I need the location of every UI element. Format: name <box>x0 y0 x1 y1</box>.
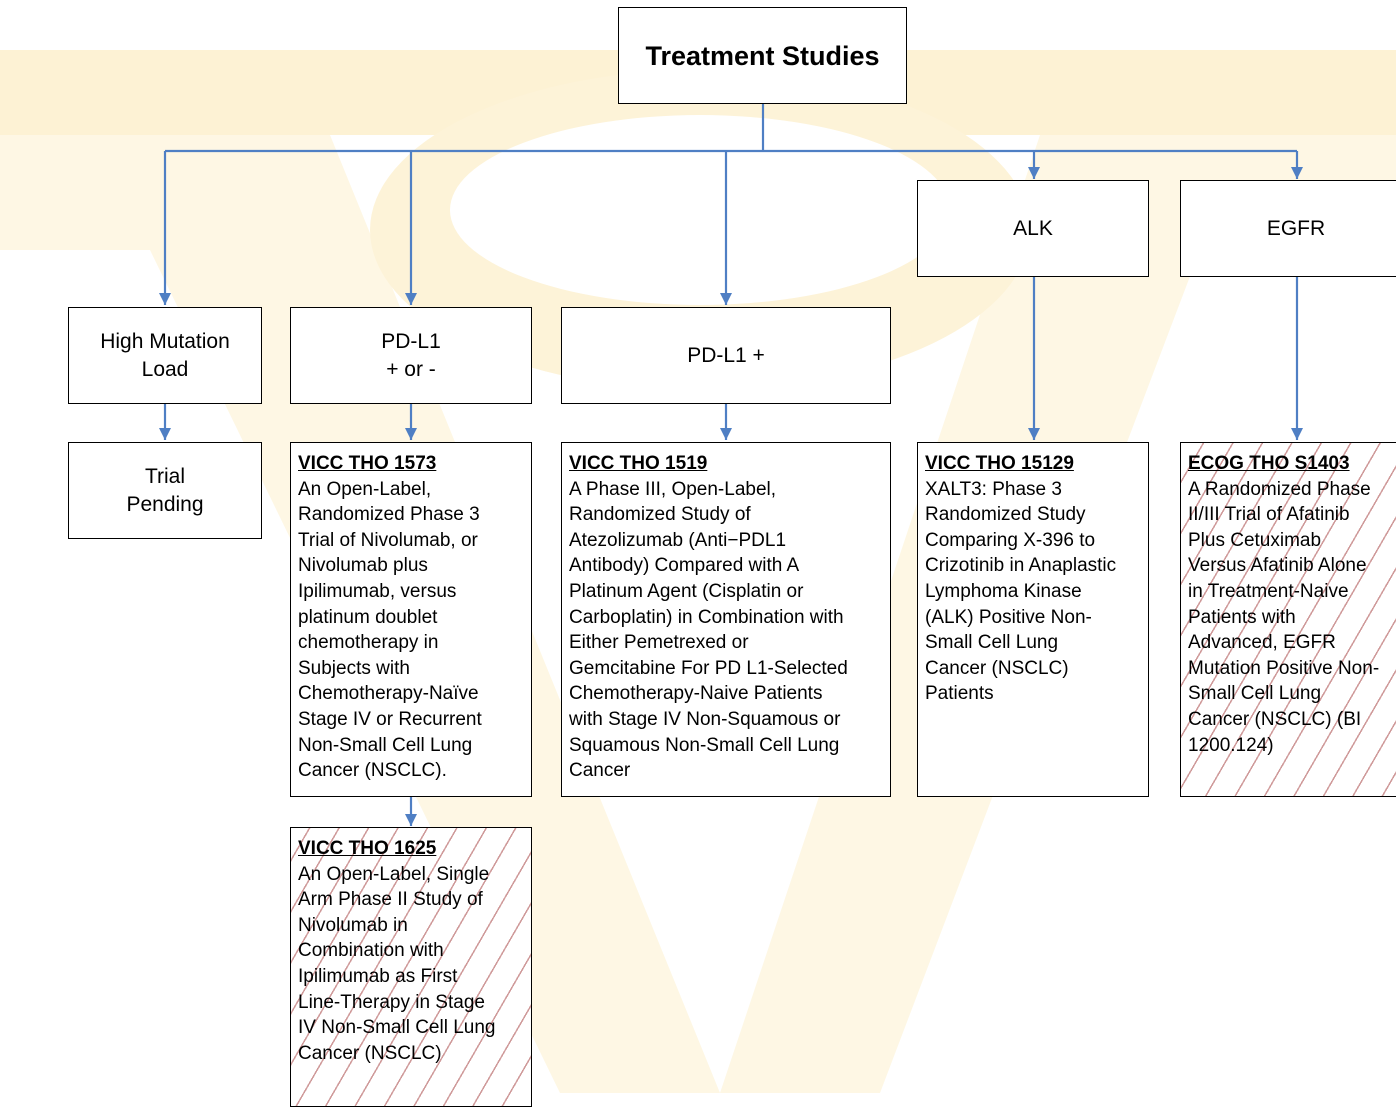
study-description-line: Ipilimumab, versus <box>298 580 457 602</box>
study-description-line: Patients <box>925 683 994 705</box>
study-description-line: Small Cell Lung <box>1188 683 1322 705</box>
study-description-line: Carboplatin) in Combination with <box>569 606 844 628</box>
category-high-mutation-load: High Mutation Load <box>68 307 262 404</box>
study-id: ECOG THO S1403 <box>1188 453 1350 474</box>
study-description-line: Patients with <box>1188 606 1296 628</box>
study-description-line: XALT3: Phase 3 <box>925 478 1062 500</box>
study-description-line: Stage IV or Recurrent <box>298 708 482 730</box>
study-description-line: Randomized Study <box>925 504 1086 526</box>
study-description-line: Randomized Study of <box>569 504 751 526</box>
study-description-line: Small Cell Lung <box>925 632 1059 654</box>
study-description-line: Cancer (NSCLC) <box>298 1042 442 1064</box>
study-id: VICC THO 1573 <box>298 453 437 474</box>
study-description-line: Versus Afatinib Alone <box>1188 555 1367 577</box>
category-label: High Mutation <box>100 329 230 353</box>
study-description-line: 1200.124) <box>1188 734 1274 756</box>
study-description-line: Combination with <box>298 940 444 962</box>
study-description-line: Comparing X-396 to <box>925 529 1096 551</box>
trial-pending-box: Trial Pending <box>68 442 262 539</box>
study-description-line: in Treatment-Naive <box>1188 580 1349 602</box>
root-label: Treatment Studies <box>645 40 880 71</box>
study-description-line: Cancer <box>569 760 631 782</box>
study-description-line: (ALK) Positive Non- <box>925 606 1092 628</box>
study-description-line: Squamous Non-Small Cell Lung <box>569 734 840 756</box>
study-description-line: Mutation Positive Non- <box>1188 657 1380 679</box>
study-description-line: Ipilimumab as First <box>298 965 458 987</box>
study-description: A Phase III, Open-Label, Randomized Study… <box>569 477 885 784</box>
study-description-line: Cancer (NSCLC) (BI <box>1188 708 1362 730</box>
study-description-line: platinum doublet <box>298 606 438 628</box>
study-description-line: Chemotherapy-Naïve <box>298 683 479 705</box>
study-description-line: Lymphoma Kinase <box>925 580 1082 602</box>
category-egfr: EGFR <box>1180 180 1396 277</box>
study-description-line: Cancer (NSCLC). <box>298 760 447 782</box>
pending-label: Trial <box>144 464 186 488</box>
study-description-line: Either Pemetrexed or <box>569 632 749 654</box>
study-description: An Open-Label, Randomized Phase 3 Trial of… <box>298 477 526 784</box>
study-id: VICC THO 1625 <box>298 838 437 859</box>
category-label: ALK <box>1013 216 1053 240</box>
study-description-line: Cancer (NSCLC) <box>925 657 1069 679</box>
category-label: PD-L1 + <box>687 343 765 367</box>
study-description-line: Non-Small Cell Lung <box>298 734 473 756</box>
category-label: EGFR <box>1266 216 1326 240</box>
category-pdl1-positive: PD-L1 + <box>561 307 891 404</box>
study-description-line: Nivolumab in <box>298 914 408 936</box>
study-description-line: Arm Phase II Study of <box>298 889 483 911</box>
root-node: Treatment Studies <box>618 7 907 104</box>
study-description-line: Randomized Phase 3 <box>298 504 480 526</box>
study-description-line: Subjects with <box>298 657 410 679</box>
category-label: PD-L1 <box>381 329 441 353</box>
study-description-line: Line-Therapy in Stage <box>298 991 485 1013</box>
study-description-line: Crizotinib in Anaplastic <box>925 555 1117 577</box>
study-description-line: Nivolumab plus <box>298 555 428 577</box>
study-description-line: Platinum Agent (Cisplatin or <box>569 580 804 602</box>
study-vicc-tho-15129: VICC THO 15129 XALT3: Phase 3 Randomized … <box>917 442 1149 797</box>
study-description-line: Advanced, EGFR <box>1188 632 1336 654</box>
category-label: Load <box>141 357 189 381</box>
study-description-line: Chemotherapy-Naive Patients <box>569 683 823 705</box>
study-description-line: Trial of Nivolumab, or <box>298 529 478 551</box>
study-description-line: Antibody) Compared with A <box>569 555 800 577</box>
study-description-line: IV Non-Small Cell Lung <box>298 1017 496 1039</box>
study-description-line: Plus Cetuximab <box>1188 529 1322 551</box>
study-description-line: An Open-Label, Single <box>298 863 490 885</box>
study-description-line: with Stage IV Non-Squamous or <box>569 708 841 730</box>
category-pdl1-any: PD-L1 + or - <box>290 307 532 404</box>
study-id: VICC THO 15129 <box>925 453 1074 474</box>
study-description-line: A Randomized Phase <box>1188 478 1371 500</box>
study-description-line: II/III Trial of Afatinib <box>1188 504 1350 526</box>
study-description-line: A Phase III, Open-Label, <box>569 478 777 500</box>
pending-label: Pending <box>126 492 204 516</box>
study-description-line: Gemcitabine For PD L1-Selected <box>569 657 848 679</box>
study-vicc-tho-1573: VICC THO 1573 An Open-Label, Randomized P… <box>290 442 532 797</box>
study-description-line: Atezolizumab (Anti−PDL1 <box>569 529 787 551</box>
category-label: + or - <box>386 357 436 381</box>
category-alk: ALK <box>917 180 1149 277</box>
study-description-line: chemotherapy in <box>298 632 439 654</box>
study-id: VICC THO 1519 <box>569 453 708 474</box>
study-vicc-tho-1519: VICC THO 1519 A Phase III, Open-Label, Ra… <box>561 442 891 797</box>
study-description-line: An Open-Label, <box>298 478 432 500</box>
